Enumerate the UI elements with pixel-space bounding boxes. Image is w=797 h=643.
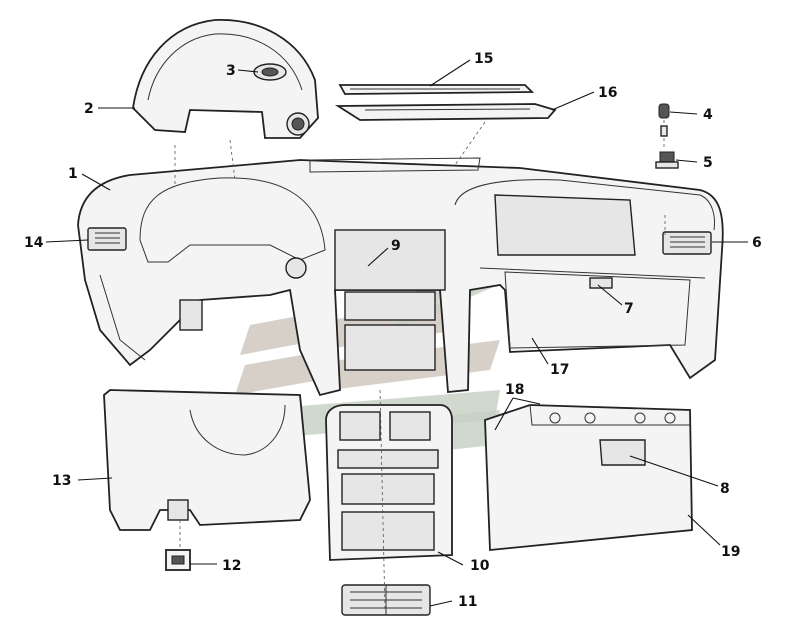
callout-8: 8 bbox=[720, 481, 730, 497]
clip-part bbox=[655, 151, 679, 169]
callout-4: 4 bbox=[703, 107, 713, 123]
center-console-bezel bbox=[325, 404, 453, 561]
glove-box bbox=[484, 404, 693, 551]
callout-2: 2 bbox=[84, 101, 94, 117]
right-air-vent bbox=[662, 231, 712, 255]
defroster-grille-strip bbox=[338, 84, 535, 95]
callout-18: 18 bbox=[505, 382, 524, 398]
main-dashboard-body bbox=[77, 157, 724, 397]
callout-7: 7 bbox=[624, 301, 634, 317]
callout-3: 3 bbox=[226, 63, 236, 79]
leader-lines bbox=[45, 59, 748, 607]
left-air-vent bbox=[87, 227, 127, 251]
callout-11: 11 bbox=[458, 594, 477, 610]
assembly-dashed-lines bbox=[174, 121, 666, 611]
callout-1: 1 bbox=[68, 166, 78, 182]
callout-14: 14 bbox=[24, 235, 44, 251]
callout-12: 12 bbox=[222, 558, 241, 574]
small-switch-part bbox=[165, 549, 191, 571]
callout-17: 17 bbox=[550, 362, 569, 378]
callout-19: 19 bbox=[721, 544, 740, 560]
instrument-cluster-hood bbox=[132, 19, 319, 139]
callout-9: 9 bbox=[391, 238, 401, 254]
lower-center-vents bbox=[341, 584, 431, 616]
callout-15: 15 bbox=[474, 51, 493, 67]
bolt-part bbox=[658, 103, 670, 150]
knee-panel bbox=[103, 389, 311, 531]
callout-10: 10 bbox=[470, 558, 490, 574]
callout-13: 13 bbox=[52, 473, 71, 489]
callout-5: 5 bbox=[703, 155, 713, 171]
callout-labels: 1 2 3 4 5 6 7 8 9 10 11 12 13 14 15 16 1… bbox=[24, 51, 762, 610]
top-vent-panel bbox=[334, 103, 557, 121]
callout-6: 6 bbox=[752, 235, 762, 251]
callout-16: 16 bbox=[598, 85, 617, 101]
